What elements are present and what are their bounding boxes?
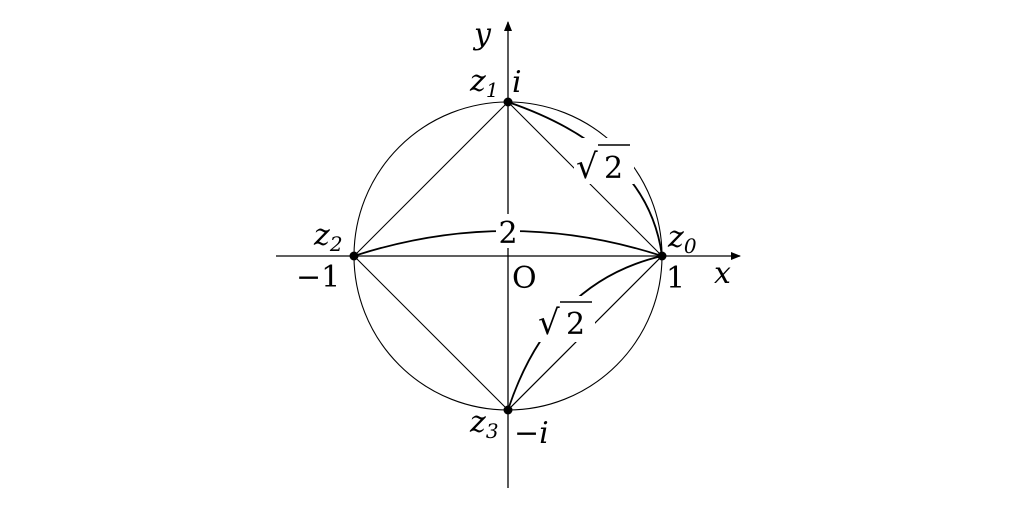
z2-label: z2 — [313, 218, 343, 256]
z1-name: z — [469, 64, 486, 99]
z0-value-label: 1 — [666, 261, 685, 296]
z1-subscript: 1 — [486, 78, 499, 102]
y-axis-label: y — [472, 17, 492, 52]
z0-subscript: 0 — [684, 234, 697, 258]
point-z0 — [657, 251, 667, 261]
z3-value-text: −i — [514, 416, 549, 451]
z3-label: z3 — [469, 405, 499, 443]
z3-value-label: −i — [514, 416, 549, 451]
z0-name: z — [667, 220, 684, 255]
length-label-z2-z0: 2 — [498, 216, 517, 251]
z2-name: z — [313, 218, 330, 253]
z1-label: z1 — [469, 64, 499, 102]
length-label-z3-z0: √ 2 — [535, 296, 595, 343]
label-backing-z2-z0 — [496, 214, 520, 248]
length-label-z1-z0: √ 2 — [574, 138, 634, 187]
z2-value-label: −1 — [296, 260, 340, 295]
z3-subscript: 3 — [486, 419, 499, 443]
radical-sign-z1-z0: √ — [576, 147, 598, 187]
x-axis-label: x — [714, 256, 731, 291]
label-backing-z3-z0 — [535, 296, 595, 342]
origin-label: O — [512, 261, 537, 296]
z2-subscript: 2 — [329, 232, 343, 256]
point-z1 — [503, 97, 513, 107]
radical-value-z1-z0: 2 — [604, 151, 623, 186]
z1-value-label: i — [512, 65, 522, 100]
radical-sign-z3-z0: √ — [538, 303, 560, 343]
z3-name: z — [469, 405, 486, 440]
radical-value-z3-z0: 2 — [566, 307, 585, 342]
z0-label: z0 — [667, 220, 697, 258]
point-z3 — [503, 405, 513, 415]
point-z2 — [349, 251, 359, 261]
